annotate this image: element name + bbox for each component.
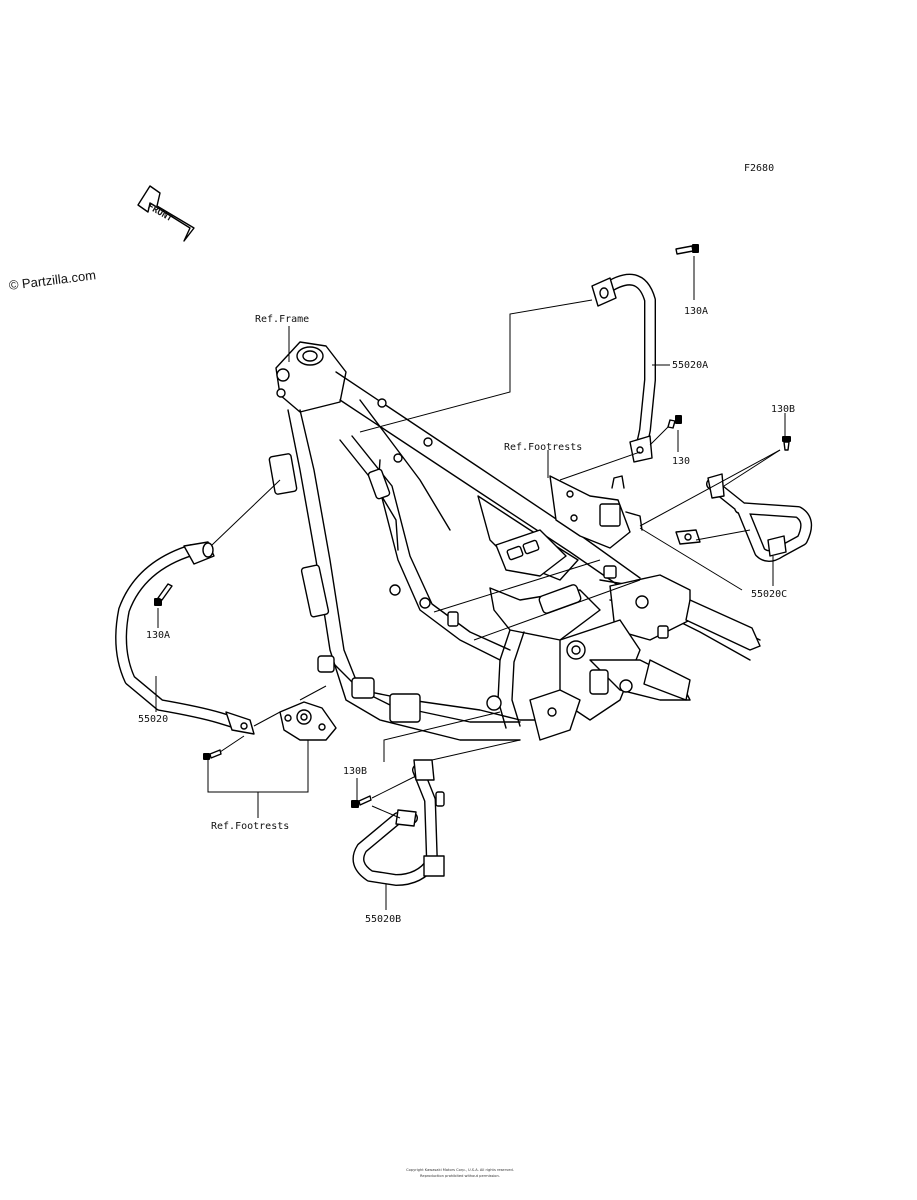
bolt-130B-top (782, 436, 791, 451)
footer-line-2: Reproduction prohibited without permissi… (420, 1174, 500, 1178)
label-130A-top: 130A (684, 306, 708, 317)
bolt-left-footrest (203, 749, 222, 760)
label-130B-top: 130B (771, 404, 795, 415)
main-frame (268, 341, 761, 741)
guard-55020 (115, 541, 255, 735)
guard-55020C (675, 473, 813, 562)
label-130: 130 (672, 456, 690, 467)
label-55020A: 55020A (672, 360, 708, 371)
bolt-130 (667, 415, 682, 429)
guard-55020B (352, 759, 445, 886)
front-arrow-label: FRONT (146, 202, 175, 224)
figure-code: F2680 (744, 163, 774, 174)
label-ref-footrests-left: Ref.Footrests (211, 821, 289, 832)
footrest-bracket-right (549, 475, 643, 549)
front-arrow-icon: FRONT (137, 185, 195, 242)
label-ref-footrests-right: Ref.Footrests (504, 442, 582, 453)
label-130B-bottom: 130B (343, 766, 367, 777)
bolt-130B-bottom (351, 795, 372, 808)
bolt-130A-top (675, 244, 699, 255)
footer-line-1: Copyright Kawasaki Motors Corp., U.S.A. … (406, 1168, 514, 1172)
leader-lines (155, 256, 786, 910)
guard-55020A (591, 273, 656, 463)
label-55020: 55020 (138, 714, 168, 725)
label-55020C: 55020C (751, 589, 787, 600)
footrest-bracket-left (279, 701, 337, 741)
bolt-130A-left (154, 583, 173, 606)
label-55020B: 55020B (365, 914, 401, 925)
label-ref-frame: Ref.Frame (255, 314, 309, 325)
label-130A-left: 130A (146, 630, 170, 641)
